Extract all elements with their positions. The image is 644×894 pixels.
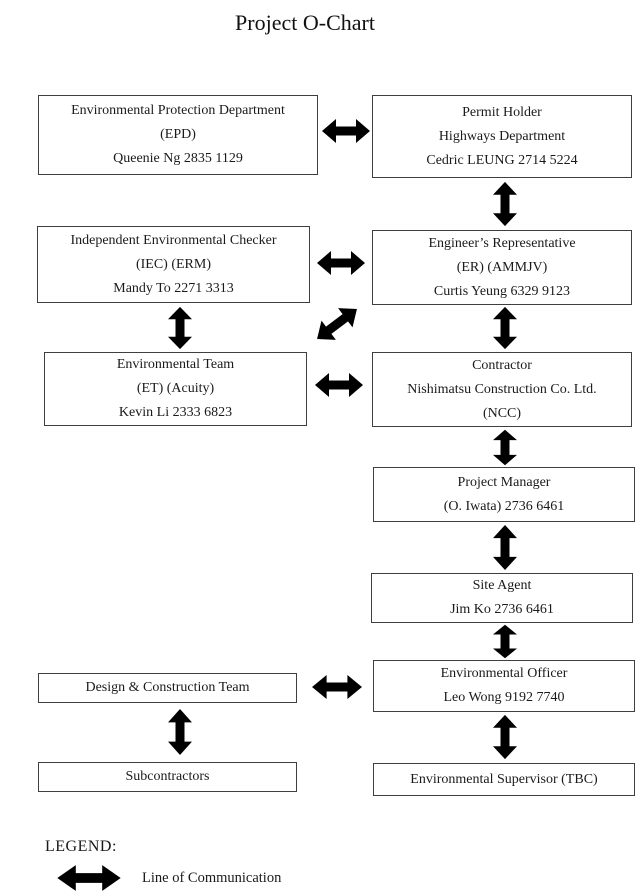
org-box-environmental-officer: Environmental Officer Leo Wong 9192 7740 (373, 660, 635, 712)
double-arrow-eo-supervisor-icon (493, 714, 517, 760)
org-box-contractor: Contractor Nishimatsu Construction Co. L… (372, 352, 632, 427)
double-arrow-et-er-diagonal-icon (309, 299, 365, 349)
double-arrow-iec-et-icon (168, 306, 192, 350)
org-box-line: (ER) (AMMJV) (456, 259, 548, 275)
org-box-line: Mandy To 2271 3313 (113, 280, 234, 296)
org-box-line: (IEC) (ERM) (135, 256, 212, 272)
org-box-line: (EPD) (160, 127, 196, 142)
double-arrow-er-contractor-icon (493, 306, 517, 350)
org-box-line: Contractor (472, 357, 532, 373)
double-arrow-et-contractor-icon (315, 373, 363, 397)
org-box-line: Queenie Ng 2835 1129 (113, 151, 243, 166)
org-box-line: Cedric LEUNG 2714 5224 (426, 152, 578, 168)
org-box-line: Site Agent (472, 578, 532, 593)
org-box-line: Curtis Yeung 6329 9123 (433, 283, 571, 299)
org-box-line: Subcontractors (125, 769, 210, 784)
legend-double-arrow-icon (57, 865, 121, 891)
double-arrow-dct-subcontractors-icon (168, 708, 192, 756)
legend-heading: LEGEND: (45, 838, 117, 855)
double-arrow-epd-permit-icon (322, 119, 370, 143)
org-box-line: Independent Environmental Checker (70, 232, 277, 248)
org-box-line: Jim Ko 2736 6461 (450, 602, 554, 617)
org-box-line: Leo Wong 9192 7740 (443, 690, 565, 705)
double-arrow-site-agent-eo-icon (493, 624, 517, 659)
legend-line-of-communication-label: Line of Communication (142, 870, 282, 886)
org-box-line: (ET) (Acuity) (136, 381, 215, 396)
org-box-line: Permit Holder (462, 104, 542, 120)
org-box-iec: Independent Environmental Checker (IEC) … (37, 226, 310, 303)
org-box-line: Environmental Supervisor (TBC) (410, 771, 598, 787)
org-box-line: (O. Iwata) 2736 6461 (443, 498, 565, 514)
org-box-permit-holder: Permit Holder Highways Department Cedric… (372, 95, 632, 178)
org-box-engineers-representative: Engineer’s Representative (ER) (AMMJV) C… (372, 230, 632, 305)
org-box-environmental-supervisor: Environmental Supervisor (TBC) (373, 763, 635, 796)
org-box-epd: Environmental Protection Department (EPD… (38, 95, 318, 175)
org-box-line: Environmental Protection Department (71, 103, 285, 118)
org-box-line: Design & Construction Team (85, 680, 250, 695)
org-box-et: Environmental Team (ET) (Acuity) Kevin L… (44, 352, 307, 426)
page-title: Project O-Chart (235, 10, 375, 35)
org-box-line: (NCC) (482, 405, 522, 421)
org-box-line: Nishimatsu Construction Co. Ltd. (407, 381, 597, 397)
org-box-project-manager: Project Manager (O. Iwata) 2736 6461 (373, 467, 635, 522)
org-box-line: Project Manager (457, 474, 551, 490)
org-box-line: Environmental Officer (440, 666, 568, 681)
org-box-line: Engineer’s Representative (428, 235, 576, 251)
org-box-line: Kevin Li 2333 6823 (118, 405, 233, 420)
org-box-line: Environmental Team (116, 357, 235, 372)
double-arrow-permit-er-icon (493, 181, 517, 227)
double-arrow-pm-site-agent-icon (493, 524, 517, 571)
org-box-subcontractors: Subcontractors (38, 762, 297, 792)
double-arrow-dct-eo-icon (312, 675, 362, 699)
org-box-line: Highways Department (438, 128, 566, 144)
double-arrow-iec-er-icon (317, 251, 365, 275)
double-arrow-contractor-pm-icon (493, 429, 517, 466)
org-box-site-agent: Site Agent Jim Ko 2736 6461 (371, 573, 633, 623)
org-box-design-construction-team: Design & Construction Team (38, 673, 297, 703)
